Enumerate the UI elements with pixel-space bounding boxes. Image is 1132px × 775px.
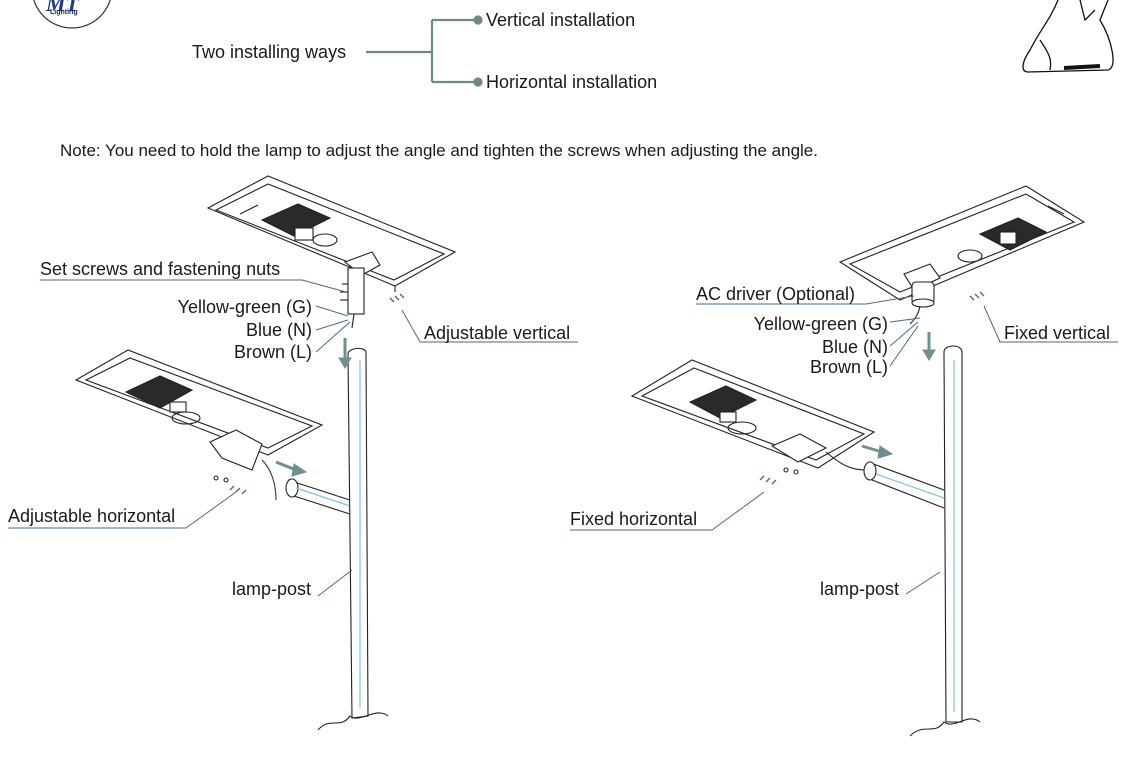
right-wire-yellow-green: Yellow-green (G) (753, 314, 888, 334)
left-assembly (74, 175, 457, 731)
logo-sub-text: Lighting (50, 9, 78, 16)
left-rotation-marks (229, 293, 405, 495)
adjustable-horizontal-label: Adjustable horizontal (8, 506, 176, 526)
right-wire-blue: Blue (N) (821, 337, 888, 357)
horizontal-installation-label: Horizontal installation (486, 72, 658, 92)
left-post (317, 347, 389, 731)
fixed-horizontal-label: Fixed horizontal (570, 509, 698, 529)
logo: MT (33, 0, 111, 29)
branch-dot-vertical (473, 15, 483, 25)
right-arrows (861, 332, 936, 459)
right-leaders (570, 295, 1118, 595)
left-wire-yellow-green: Yellow-green (G) (177, 297, 312, 317)
left-wire-blue: Blue (N) (245, 320, 312, 340)
right-post (909, 345, 981, 737)
fixed-vertical-label: Fixed vertical (1004, 323, 1111, 343)
right-lamp-post-label: lamp-post (820, 579, 900, 599)
ac-driver-label: AC driver (Optional) (696, 284, 856, 304)
note-text: Note: You need to hold the lamp to adjus… (60, 141, 818, 160)
left-lamp-post-label: lamp-post (232, 579, 312, 599)
right-rotation-marks (759, 291, 985, 485)
person-illustration (1022, 0, 1114, 73)
branch-dot-horizontal (473, 77, 483, 87)
screws-label: Set screws and fastening nuts (40, 259, 281, 279)
left-top-lamp (206, 175, 457, 292)
left-arrows (275, 338, 352, 477)
left-bracket (340, 251, 381, 329)
adjustable-vertical-label: Adjustable vertical (424, 323, 571, 343)
tree-lines (366, 15, 483, 87)
right-bottom-lamp (630, 359, 876, 475)
right-wire-brown: Brown (L) (809, 357, 888, 377)
left-wire-brown: Brown (L) (233, 342, 312, 362)
ac-driver (903, 263, 941, 325)
left-leaders (8, 279, 578, 597)
right-assembly (630, 185, 1086, 737)
right-top-lamp (838, 185, 1086, 301)
vertical-installation-label: Vertical installation (486, 10, 636, 30)
logo-mark: MT (45, 0, 81, 16)
left-bottom-lamp (74, 349, 324, 501)
tree-root-label: Two installing ways (192, 42, 347, 62)
